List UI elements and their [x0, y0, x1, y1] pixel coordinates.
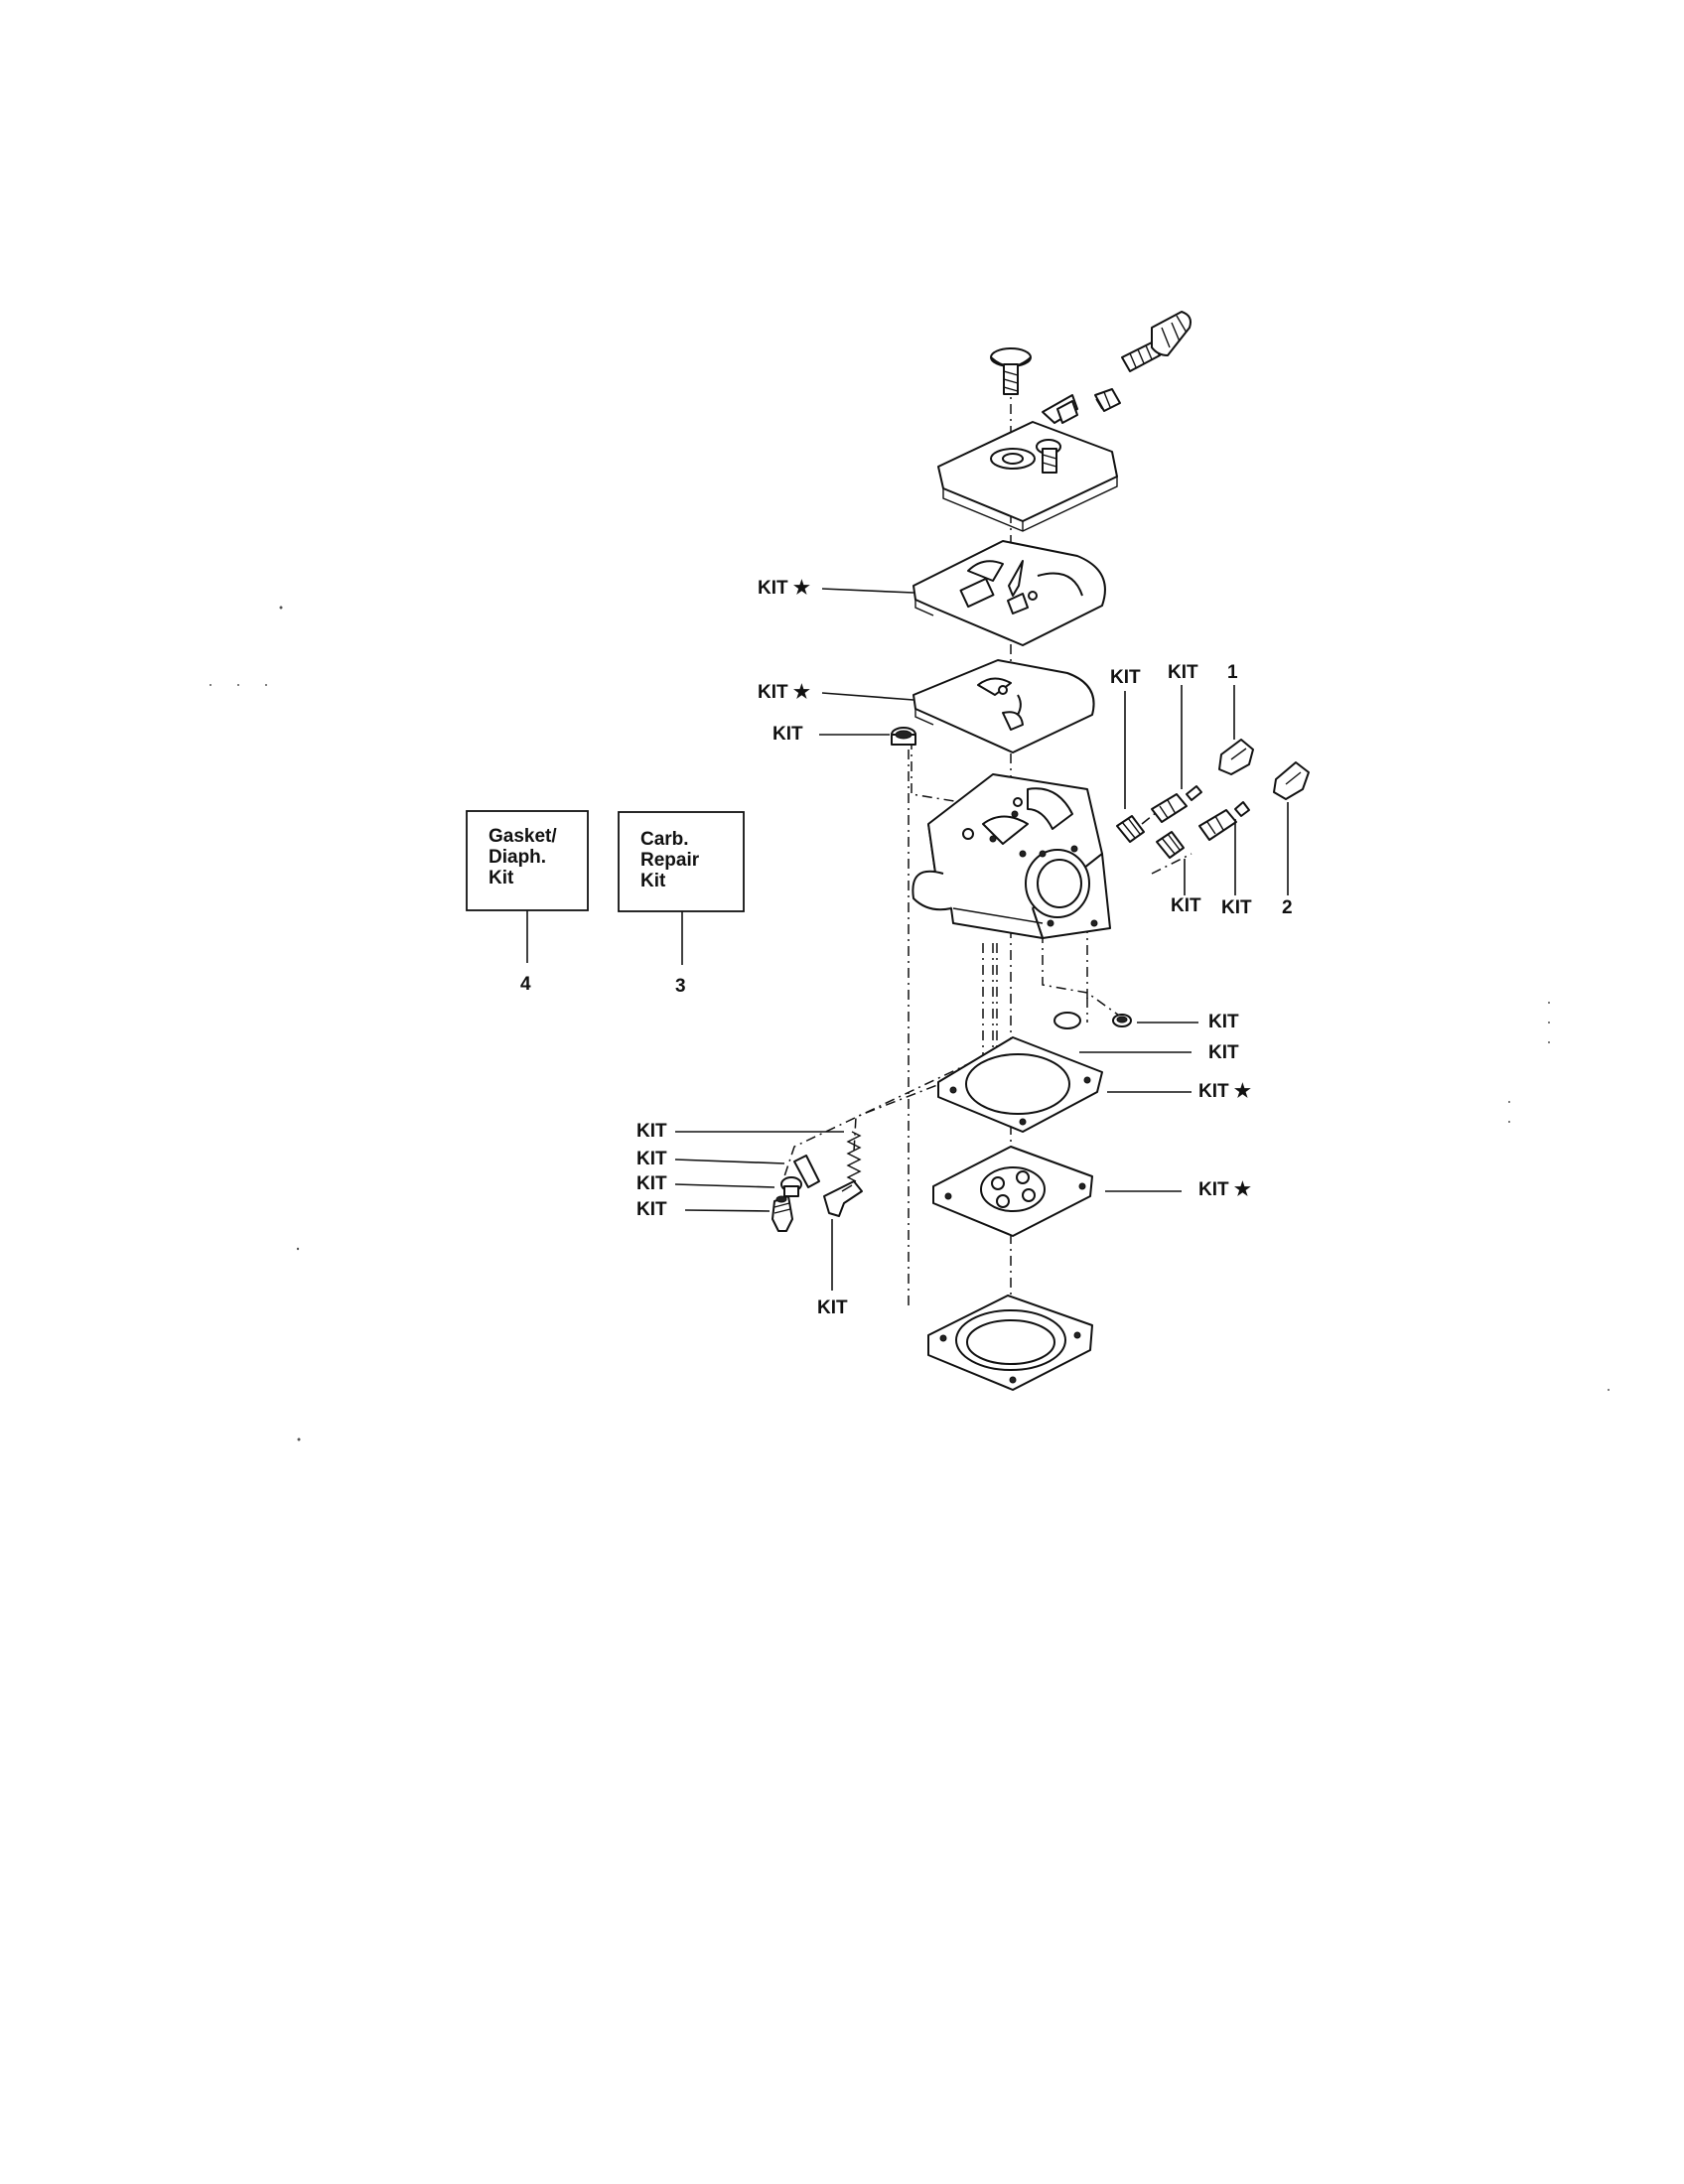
callout-kit-2: KIT: [1110, 667, 1141, 688]
pump-gasket-plate: [937, 1036, 1103, 1133]
pump-cover-plate: [927, 1295, 1093, 1391]
gasket-diaph-kit-box: Gasket/ Diaph. Kit: [466, 810, 589, 911]
adjusting-needle-icon: [1094, 311, 1192, 412]
carburetor-body: [912, 773, 1111, 939]
callout-num-3: 3: [675, 976, 686, 997]
fulcrum-pin-icon: [793, 1155, 820, 1188]
carb-box-line1: Carb.: [640, 829, 689, 850]
callout-kit-3: KIT: [1168, 662, 1198, 683]
check-valve-icon: [1053, 1012, 1132, 1029]
callout-kit-5: KIT: [1221, 897, 1252, 918]
callout-kit-star-2: KIT ★: [758, 682, 810, 703]
callout-kit-4: KIT: [1171, 895, 1201, 916]
metering-lever-icon: [823, 1180, 863, 1217]
callout-kit-star-3: KIT ★: [1198, 1081, 1251, 1102]
callout-kit-8: KIT: [636, 1121, 667, 1142]
idle-screw-icon: [990, 347, 1032, 395]
callouts: KIT ★ KIT ★ KIT KIT KIT 1 KIT KIT 2 KIT …: [520, 578, 1293, 1318]
leader-lines: [526, 588, 1289, 1291]
metering-gasket-plate: [912, 659, 1095, 753]
carb-box-line3: Kit: [640, 871, 666, 891]
callout-kit-star-1: KIT ★: [758, 578, 810, 599]
callout-num-1: 1: [1227, 662, 1238, 683]
callout-kit-6: KIT: [1208, 1012, 1239, 1032]
carb-repair-kit-box: Carb. Repair Kit: [618, 811, 745, 912]
callout-kit-10: KIT: [636, 1173, 667, 1194]
lever-screw-icon: [780, 1176, 802, 1197]
gasket-box-line2: Diaph.: [489, 847, 546, 868]
callout-kit-1: KIT: [772, 724, 803, 745]
callout-kit-7: KIT: [1208, 1042, 1239, 1063]
gasket-box-line1: Gasket/: [489, 826, 557, 847]
metering-diaphragm-plate: [912, 540, 1106, 646]
callout-kit-12: KIT: [817, 1297, 848, 1318]
callout-kit-star-4: KIT ★: [1198, 1179, 1251, 1200]
metering-spring-icon: [846, 1131, 862, 1182]
high-speed-needle-icon: [1116, 785, 1202, 843]
callout-num-2: 2: [1282, 897, 1293, 918]
scan-specks: [210, 606, 1610, 1441]
pump-diaphragm-plate: [932, 1146, 1093, 1237]
inlet-needle-valve-icon: [772, 1195, 793, 1232]
lever-bracket-icon: [1042, 394, 1078, 424]
callout-kit-11: KIT: [636, 1199, 667, 1220]
limiter-cap-2-icon: [1273, 761, 1310, 800]
callout-num-4: 4: [520, 974, 531, 995]
metering-cover: [937, 421, 1118, 532]
low-speed-needle-icon: [1156, 801, 1250, 859]
limiter-cap-1-icon: [1218, 739, 1254, 775]
gasket-box-line3: Kit: [489, 868, 514, 888]
inlet-needle-icon: [891, 727, 916, 746]
carb-box-line2: Repair: [640, 850, 700, 871]
callout-kit-9: KIT: [636, 1149, 667, 1169]
